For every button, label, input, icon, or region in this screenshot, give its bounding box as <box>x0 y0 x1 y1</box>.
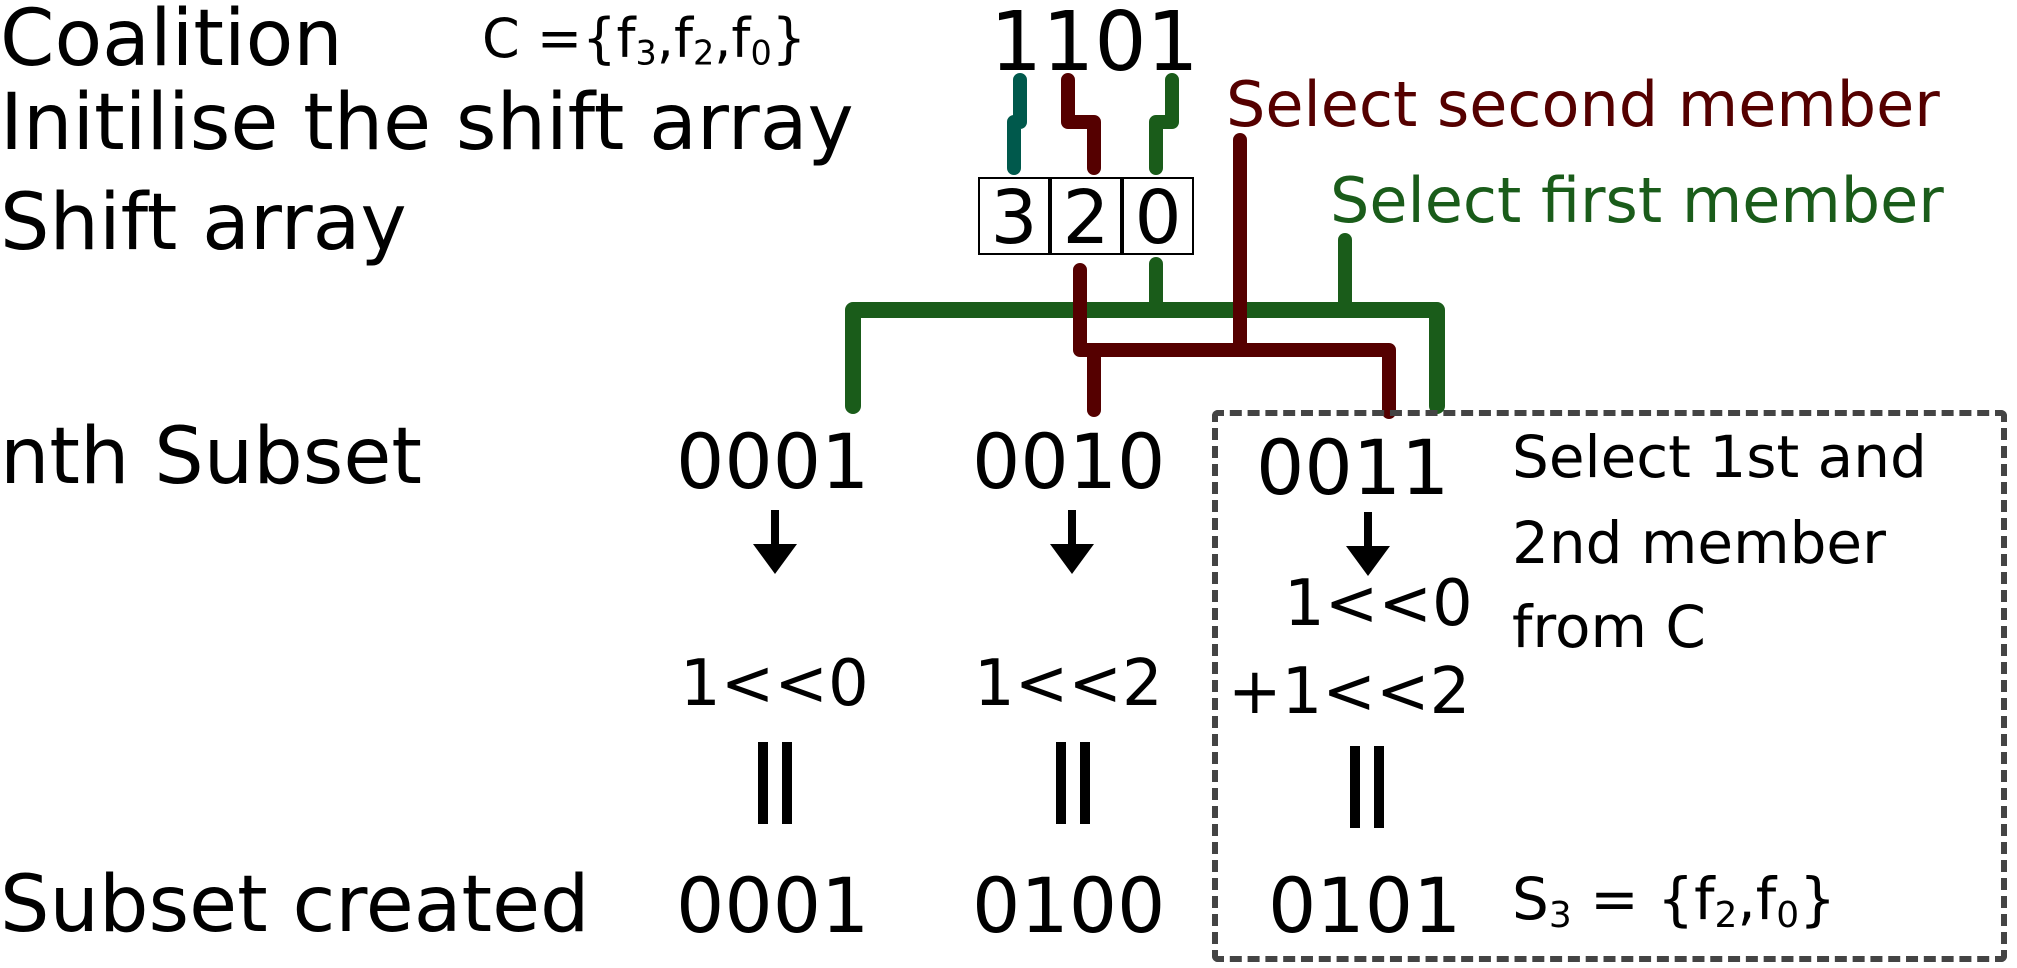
first-member-bus <box>845 302 1445 414</box>
label-init-shift-array: Initilise the shift array <box>0 78 854 168</box>
note-line-2: 2nd member <box>1512 509 1886 577</box>
arrow-down-icon <box>1346 512 1390 578</box>
shift-op-1: 1<<0 <box>680 647 869 721</box>
subset-created-3: 0101 <box>1268 861 1462 950</box>
note-line-1: Select 1st and <box>1512 423 1927 491</box>
subset-created-2: 0100 <box>972 861 1166 950</box>
result-set: S3 = {f2,f0} <box>1512 865 1837 936</box>
annotation-select-second: Select second member <box>1226 68 1940 141</box>
annotation-select-first: Select first member <box>1330 164 1944 237</box>
note-line-3: from C <box>1512 593 1706 661</box>
shift-op-3a: 1<<0 <box>1284 567 1473 641</box>
coalition-bits: 1101 <box>990 0 1199 90</box>
bit0-connector <box>1149 73 1179 175</box>
arrow-down-icon <box>1050 510 1094 576</box>
label-subset-created: Subset created <box>0 860 590 950</box>
shift-cell-1: 2 <box>1050 177 1122 257</box>
equals-icon <box>1350 746 1384 828</box>
coalition-set: C ={f3,f2,f0} <box>482 7 807 73</box>
subset-created-1: 0001 <box>676 861 870 950</box>
bit2-connector <box>1061 73 1101 175</box>
nth-subset-1: 0001 <box>676 417 870 506</box>
nth-subset-3: 0011 <box>1256 423 1450 512</box>
equals-icon <box>758 742 792 824</box>
label-shift-array: Shift array <box>0 178 407 268</box>
highlight-box <box>1212 410 2007 962</box>
shift-op-2: 1<<2 <box>974 647 1163 721</box>
label-nth-subset: nth Subset <box>0 412 422 502</box>
nth-subset-2: 0010 <box>972 417 1166 506</box>
shift-cell-0: 3 <box>978 177 1050 257</box>
bit3-connector <box>1007 73 1027 175</box>
shift-cell-2: 0 <box>1122 177 1194 257</box>
shift-op-3b: +1<<2 <box>1228 655 1471 729</box>
equals-icon <box>1056 742 1090 824</box>
arrow-down-icon <box>753 510 797 576</box>
label-coalition: Coalition <box>0 0 343 84</box>
